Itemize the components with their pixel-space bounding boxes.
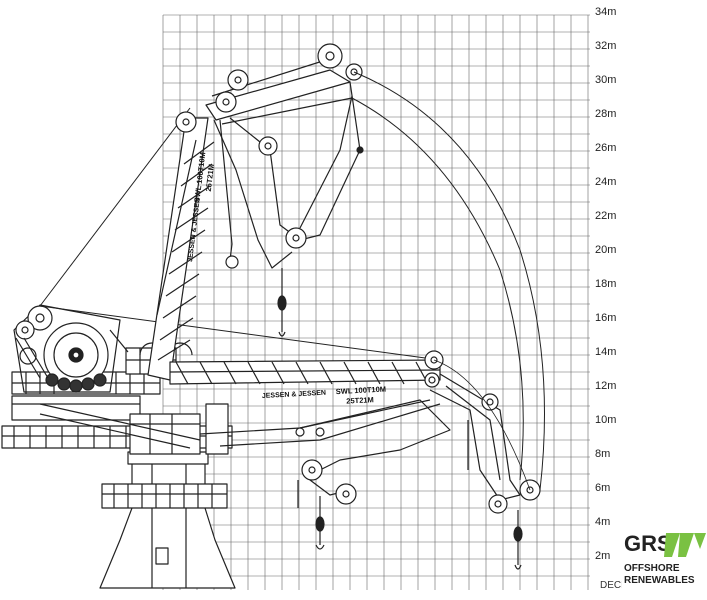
plate-swl-line2: 25T21M bbox=[346, 395, 374, 405]
height-label: 14m bbox=[595, 346, 616, 358]
height-label: 2m bbox=[595, 550, 610, 562]
knuckle-jib-raised bbox=[205, 43, 364, 337]
logo-line2: RENEWABLES bbox=[624, 575, 695, 586]
logo-wave-icon bbox=[694, 533, 706, 549]
swl-plate-boom-low: JESSEN & JESSEN SWL 100T10M 25T21M bbox=[262, 385, 387, 406]
height-label: 4m bbox=[595, 516, 610, 528]
height-label: 12m bbox=[595, 380, 616, 392]
height-label: 32m bbox=[595, 40, 616, 52]
logo-letters: GRS bbox=[624, 531, 672, 556]
height-label: 6m bbox=[595, 482, 610, 494]
logo-wave-icon bbox=[664, 533, 680, 557]
height-label: 34m bbox=[595, 6, 616, 18]
crane-illustration bbox=[1, 43, 545, 589]
plate-swl-line1: SWL 100T10M bbox=[336, 385, 387, 397]
height-label: 30m bbox=[595, 74, 616, 86]
knuckle-jib-low bbox=[199, 373, 541, 570]
main-boom-low bbox=[169, 350, 444, 388]
height-label: 18m bbox=[595, 278, 616, 290]
height-label: 10m bbox=[595, 414, 616, 426]
height-label: 24m bbox=[595, 176, 616, 188]
height-label: 26m bbox=[595, 142, 616, 154]
height-label: 22m bbox=[595, 210, 616, 222]
main-winch bbox=[13, 304, 193, 393]
outreach-envelope-inner bbox=[351, 97, 524, 481]
logo-wave-icon bbox=[678, 533, 694, 557]
plate-brand: JESSEN & JESSEN bbox=[262, 390, 326, 400]
outreach-envelope-outer bbox=[353, 71, 545, 491]
height-label: 8m bbox=[595, 448, 610, 460]
logo-line1: OFFSHORE bbox=[624, 563, 680, 574]
grs-logo: GRS OFFSHORE RENEWABLES bbox=[622, 525, 706, 595]
height-label: 16m bbox=[595, 312, 616, 324]
height-axis-labels: 2m 4m 6m 8m 10m 12m 14m 16m 18m 20m 22m 24m 26m 28m 30… bbox=[595, 6, 616, 562]
crane-pedestal bbox=[99, 451, 236, 589]
main-boom-raised bbox=[147, 111, 215, 381]
plate-swl-line2: 25T21M bbox=[204, 164, 216, 192]
height-label: 20m bbox=[595, 244, 616, 256]
deck-label: DECK bbox=[600, 580, 628, 591]
height-label: 28m bbox=[595, 108, 616, 120]
